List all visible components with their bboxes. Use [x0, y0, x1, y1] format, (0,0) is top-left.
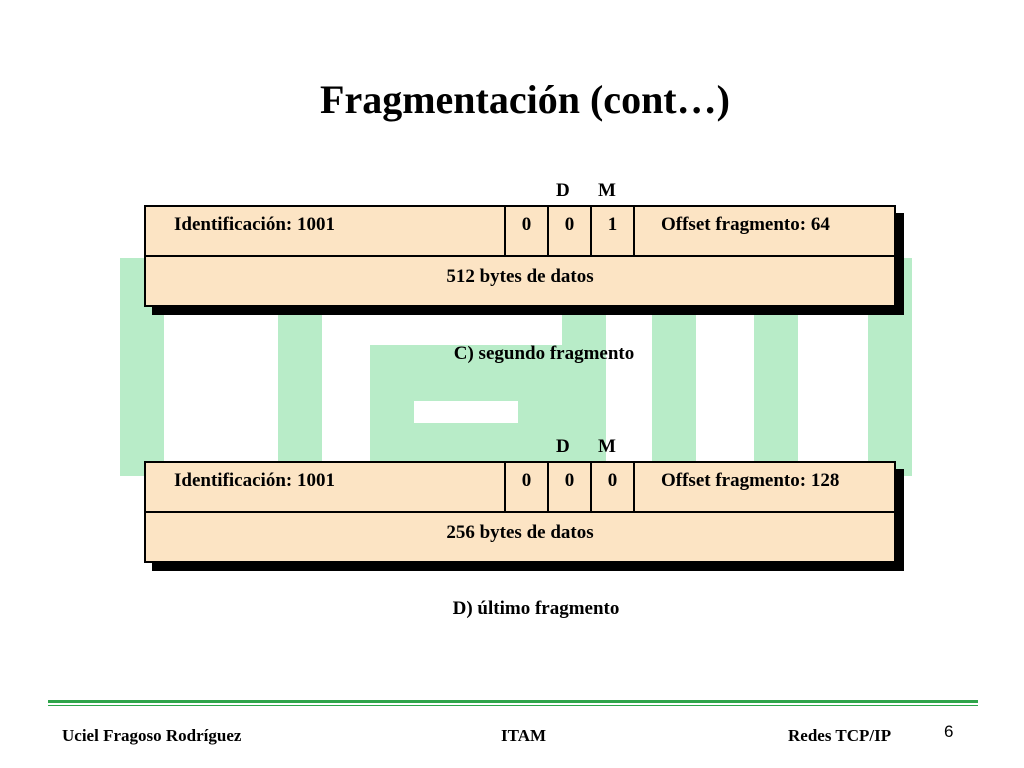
df-bit: 0 [547, 463, 590, 511]
identification-field: Identificación: 1001 [174, 470, 335, 491]
page-number: 6 [944, 722, 954, 741]
data-field: 512 bytes de datos [446, 266, 594, 287]
footer-course: Redes TCP/IP [788, 726, 892, 745]
mf-bit: 1 [590, 207, 633, 255]
footer-rule-thin [48, 705, 978, 706]
flag-m-label: M [598, 180, 616, 201]
reserved-bit: 0 [504, 463, 547, 511]
offset-field: Offset fragmento: 64 [633, 207, 894, 255]
footer-author: Uciel Fragoso Rodríguez [62, 726, 242, 745]
df-bit: 0 [547, 207, 590, 255]
fragment-header-c: Identificación: 1001 0 0 1 Offset fragme… [144, 205, 896, 307]
mf-bit: 0 [590, 463, 633, 511]
identification-field: Identificación: 1001 [174, 214, 335, 235]
caption-c: C) segundo fragmento [453, 343, 635, 364]
offset-field: Offset fragmento: 128 [633, 463, 894, 511]
flag-d-label: D [556, 436, 570, 457]
header-row: Identificación: 1001 0 0 1 Offset fragme… [146, 207, 894, 257]
footer-institution: ITAM [501, 726, 547, 745]
footer-rule [48, 700, 978, 703]
caption-d: D) último fragmento [452, 598, 620, 619]
data-field: 256 bytes de datos [446, 522, 594, 543]
flag-m-label: M [598, 436, 616, 457]
reserved-bit: 0 [504, 207, 547, 255]
header-row: Identificación: 1001 0 0 0 Offset fragme… [146, 463, 894, 513]
fragment-header-d: Identificación: 1001 0 0 0 Offset fragme… [144, 461, 896, 563]
flag-d-label: D [556, 180, 570, 201]
slide-title: Fragmentación (cont…) [320, 77, 730, 122]
